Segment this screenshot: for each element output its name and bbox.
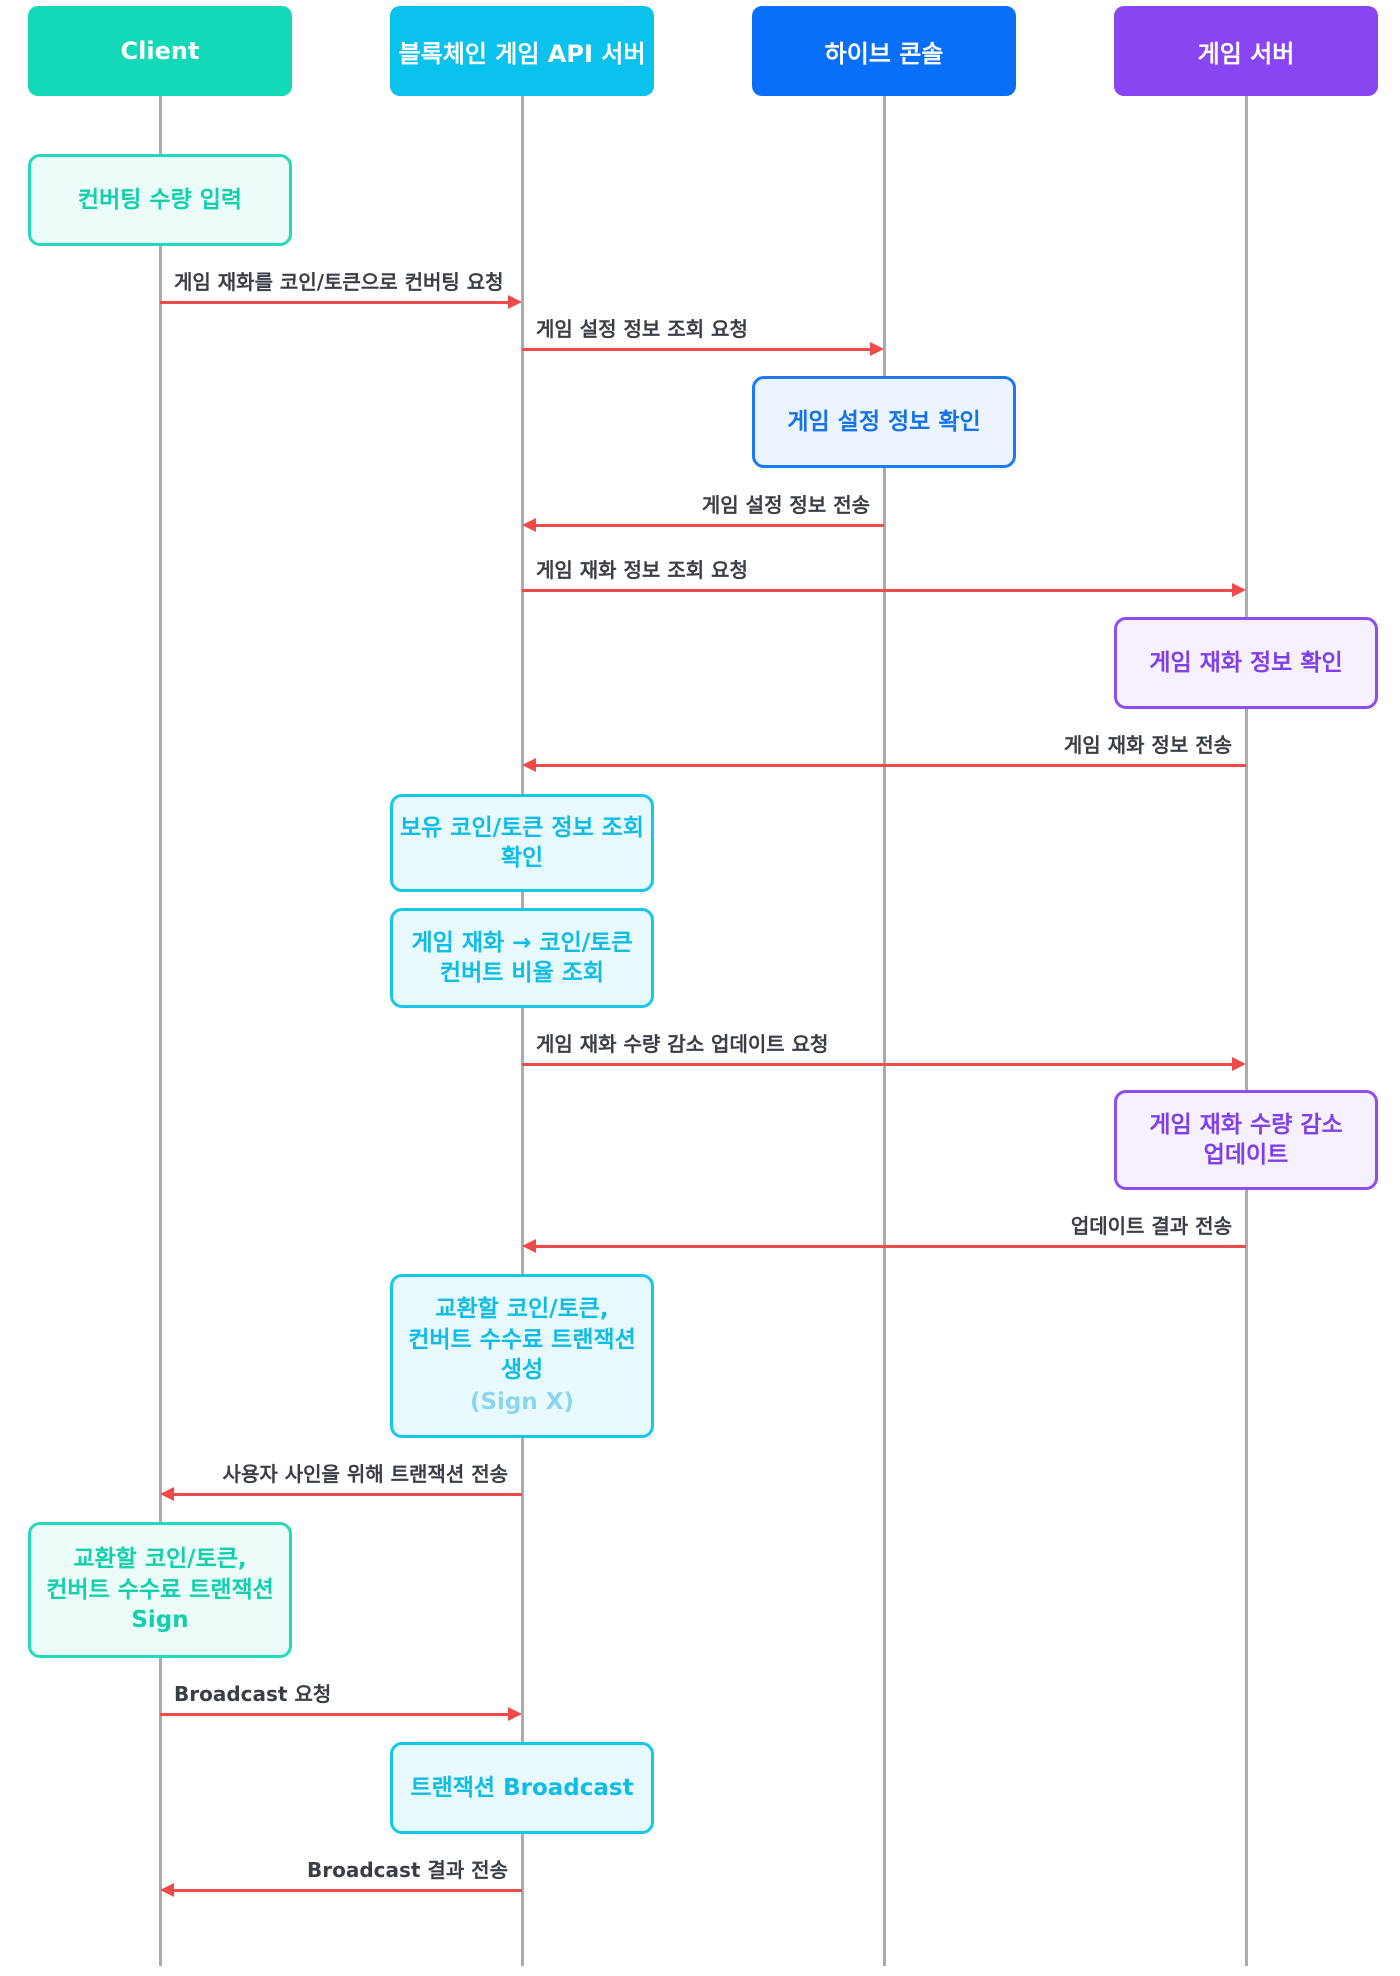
box-line: 컨버트 비율 조회 [439,960,605,986]
arrow-line [534,1245,1246,1248]
box-line: 게임 재화 수량 감소 [1149,1111,1343,1138]
arrowhead-right-icon [1232,583,1246,597]
arrow-line [522,589,1234,592]
arrowhead-right-icon [508,1707,522,1721]
arrowhead-left-icon [522,758,536,772]
participant-game-server-label: 게임 서버 [1197,39,1295,68]
lifeline-hive [882,96,886,1966]
message-label: 게임 설정 정보 전송 [701,493,870,517]
box-line: 컨버트 수수료 트랜잭션 [46,1576,274,1603]
box-line: 업데이트 [1203,1142,1289,1168]
box-game-settings-check: 게임 설정 정보 확인 [752,376,1016,468]
box-balance-check: 보유 코인/토큰 정보 조회 확인 [390,794,654,892]
arrow-line [172,1889,522,1892]
box-transaction-broadcast: 트랜잭션 Broadcast [390,1742,654,1834]
arrowhead-right-icon [508,295,522,309]
box-client-sign: 교환할 코인/토큰, 컨버트 수수료 트랜잭션 Sign [28,1522,292,1658]
arrowhead-left-icon [522,518,536,532]
arrow-line [534,764,1246,767]
arrow-line [534,524,884,527]
lifeline-game [1244,96,1248,1966]
box-line: 생성 [500,1357,544,1383]
message-label: 게임 재화를 코인/토큰으로 컨버팅 요청 [174,270,504,294]
arrowhead-right-icon [1232,1057,1246,1071]
message-settings-response: 게임 설정 정보 전송 [522,493,884,533]
message-update-response: 업데이트 결과 전송 [522,1214,1246,1254]
box-create-transaction: 교환할 코인/토큰, 컨버트 수수료 트랜잭션 생성 (Sign X) [390,1274,654,1438]
box-line: 컨버트 수수료 트랜잭션 [408,1326,636,1353]
box-convert-ratio: 게임 재화 → 코인/토큰 컨버트 비율 조회 [390,908,654,1008]
arrow-line [522,348,872,351]
message-label: 게임 재화 정보 전송 [1063,733,1232,757]
lifeline-api [520,96,524,1966]
message-settings-request: 게임 설정 정보 조회 요청 [522,317,884,357]
message-transaction-to-client: 사용자 사인을 위해 트랜잭션 전송 [160,1462,522,1502]
box-line: 교환할 코인/토큰, [435,1296,609,1323]
message-label: 게임 재화 수량 감소 업데이트 요청 [536,1032,829,1056]
participant-api-server: 블록체인 게임 API 서버 [390,6,654,96]
box-line: 게임 재화 정보 확인 [1149,649,1343,676]
arrow-line [522,1063,1234,1066]
arrow-line [160,1713,510,1716]
box-line: 교환할 코인/토큰, [73,1546,247,1573]
box-line: Sign [131,1607,189,1634]
message-label: Broadcast 결과 전송 [306,1858,508,1882]
message-label: Broadcast 요청 [174,1682,332,1706]
participant-hive-console-label: 하이브 콘솔 [824,39,944,68]
participant-client-label: Client [120,37,200,65]
box-sub-note: (Sign X) [469,1389,575,1416]
participant-hive-console: 하이브 콘솔 [752,6,1016,96]
arrowhead-left-icon [160,1883,174,1897]
box-line: 게임 재화 → 코인/토큰 [411,929,633,956]
participant-client: Client [28,6,292,96]
arrowhead-right-icon [870,342,884,356]
box-line: 보유 코인/토큰 정보 조회 [399,814,645,841]
box-game-currency-check: 게임 재화 정보 확인 [1114,617,1378,709]
message-label: 게임 설정 정보 조회 요청 [536,317,748,341]
arrowhead-left-icon [160,1487,174,1501]
arrowhead-left-icon [522,1239,536,1253]
box-game-currency-update: 게임 재화 수량 감소 업데이트 [1114,1090,1378,1190]
box-line: 게임 설정 정보 확인 [787,408,981,435]
message-broadcast-request: Broadcast 요청 [160,1682,522,1722]
arrow-line [160,301,510,304]
box-line: 확인 [500,845,544,871]
message-currency-response: 게임 재화 정보 전송 [522,733,1246,773]
message-currency-request: 게임 재화 정보 조회 요청 [522,558,1246,598]
box-line: 트랜잭션 Broadcast [410,1774,634,1801]
message-update-request: 게임 재화 수량 감소 업데이트 요청 [522,1032,1246,1072]
box-converting-input: 컨버팅 수량 입력 [28,154,292,246]
message-broadcast-response: Broadcast 결과 전송 [160,1858,522,1898]
participant-api-server-label: 블록체인 게임 API 서버 [398,39,646,68]
box-line: 컨버팅 수량 입력 [77,186,243,213]
message-converting-request: 게임 재화를 코인/토큰으로 컨버팅 요청 [160,270,522,310]
message-label: 업데이트 결과 전송 [1070,1214,1232,1238]
lifeline-client [158,96,162,1966]
arrow-line [172,1493,522,1496]
message-label: 게임 재화 정보 조회 요청 [536,558,748,582]
participant-game-server: 게임 서버 [1114,6,1378,96]
message-label: 사용자 사인을 위해 트랜잭션 전송 [222,1462,508,1486]
